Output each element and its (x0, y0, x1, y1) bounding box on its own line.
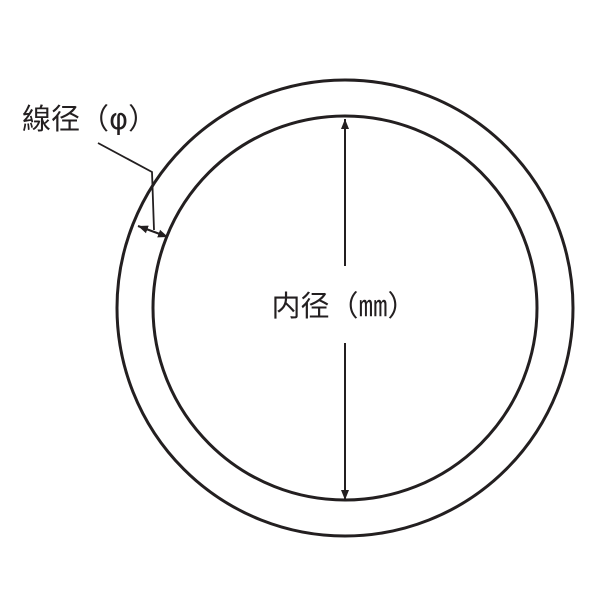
wire-diameter-arrow (137, 225, 169, 238)
inner-diameter-label: 内径（㎜） (271, 289, 416, 323)
wire-diameter-leader-line (97, 142, 155, 231)
outer-circle (115, 78, 575, 538)
wire-diameter-label: 線径（φ） (22, 102, 157, 136)
